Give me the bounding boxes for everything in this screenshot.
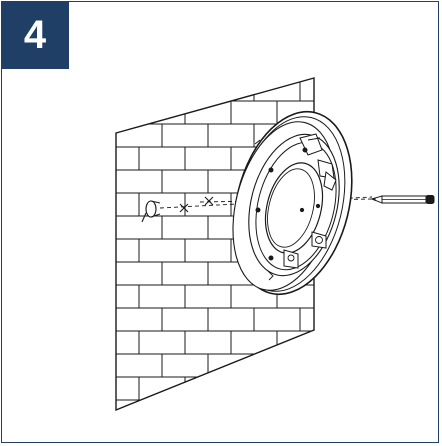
step-number-badge: 4 — [1, 1, 69, 69]
drill-mark-icon — [179, 196, 214, 213]
ceiling-light-base-icon — [232, 110, 353, 296]
pencil-icon — [370, 195, 435, 204]
wall-plug-icon — [141, 200, 161, 223]
step-number: 4 — [23, 13, 47, 57]
